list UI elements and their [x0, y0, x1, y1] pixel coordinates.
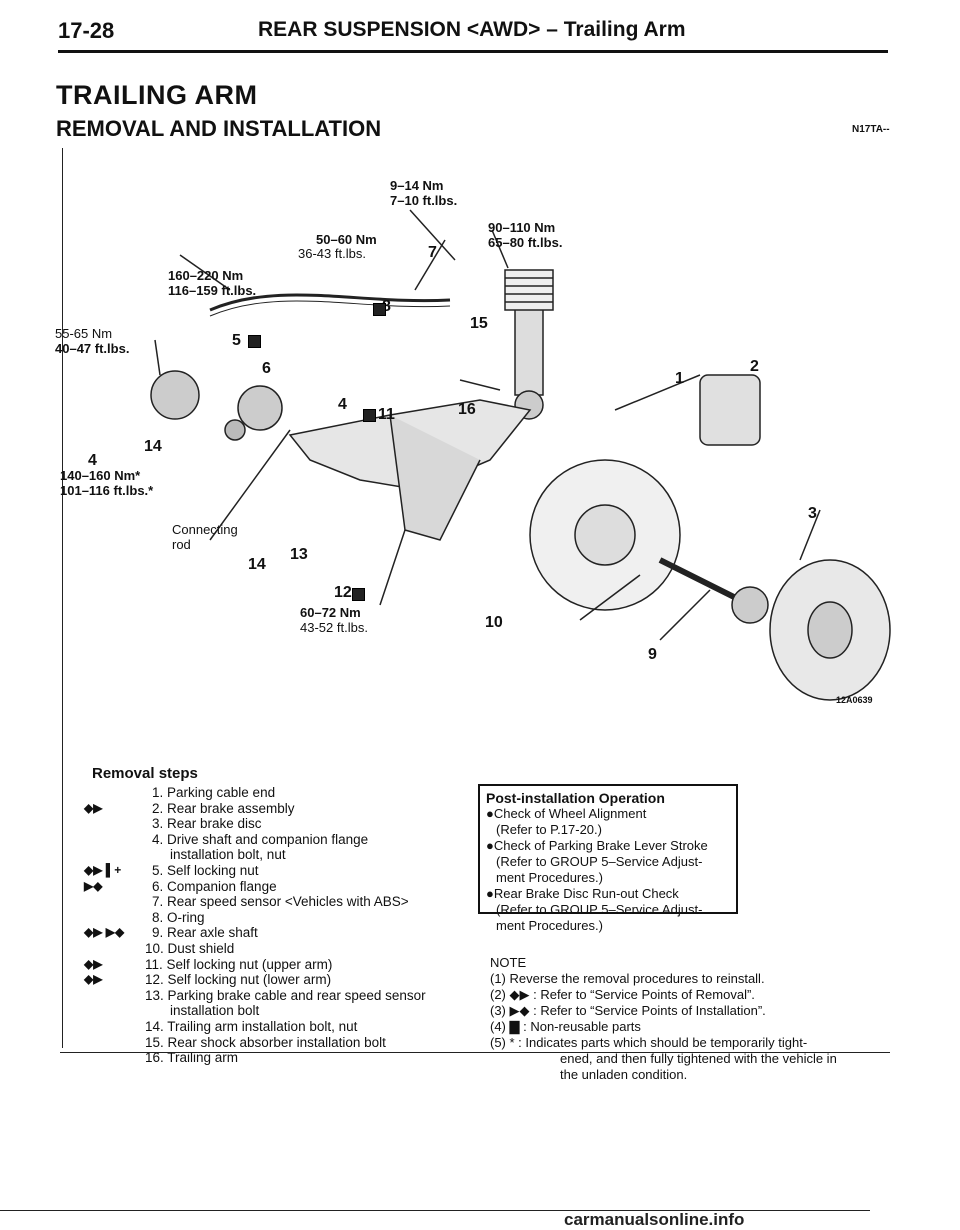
torque-t5-ftlbs: 40–47 ft.lbs. [55, 341, 130, 356]
post-installation-item: ment Procedures.) [496, 918, 603, 933]
note-line: (2) ◆▶ : Refer to “Service Points of Rem… [490, 987, 755, 1002]
note-line: (5) * : Indicates parts which should be … [490, 1035, 808, 1050]
callout-5: 5 [232, 332, 241, 349]
header-rule [58, 50, 888, 53]
removal-step: 10. Dust shield [145, 941, 235, 956]
post-installation-box: Post-installation Operation ●Check of Wh… [478, 784, 738, 933]
image-code: 12A0639 [836, 695, 873, 705]
post-installation-items: ●Check of Wheel Alignment(Refer to P.17-… [486, 806, 730, 934]
note-line: ened, and then fully tightened with the … [560, 1051, 837, 1066]
callout-1: 1 [675, 370, 684, 387]
post-installation-title: Post-installation Operation [486, 790, 665, 806]
section-code: N17TA-- [852, 124, 890, 135]
callout-11: 11 [378, 406, 395, 423]
removal-step: 12. Self locking nut (lower arm) [145, 972, 332, 988]
post-installation-item: (Refer to P.17-20.) [496, 822, 602, 837]
removal-step: 7. Rear speed sensor <Vehicles with ABS> [152, 894, 409, 910]
note-block: NOTE (1) Reverse the removal procedures … [490, 955, 870, 1083]
non-reusable-marker-12 [352, 588, 365, 601]
page-number: 17-28 [58, 18, 115, 43]
callout-3: 3 [808, 505, 817, 522]
page-header-title: REAR SUSPENSION <AWD> – Trailing Arm [258, 18, 686, 41]
section-heading: TRAILING ARM [56, 80, 258, 110]
note-title: NOTE [490, 955, 527, 970]
torque-t6-ftlbs: 101–116 ft.lbs.* [60, 483, 154, 498]
torque-t2-nm: 50–60 Nm [316, 232, 377, 247]
callout-16: 16 [458, 401, 476, 418]
section-subheading: REMOVAL AND INSTALLATION [56, 116, 382, 141]
callout-7: 7 [428, 244, 437, 261]
removal-step: 11. Self locking nut (upper arm) [145, 956, 333, 972]
torque-t7-nm: 60–72 Nm [300, 605, 361, 620]
callout-10: 10 [485, 614, 503, 631]
removal-step: installation bolt [170, 1003, 260, 1019]
callout-8: 8 [382, 298, 391, 315]
step-mark: ▶◆ [84, 878, 103, 893]
removal-step: 13. Parking brake cable and rear speed s… [145, 987, 426, 1003]
left-rule [62, 148, 63, 1048]
post-installation-item: (Refer to GROUP 5–Service Adjust- [496, 854, 703, 869]
removal-steps-title: Removal steps [92, 765, 198, 782]
post-installation-item: ●Check of Wheel Alignment [486, 806, 647, 821]
note-lines: (1) Reverse the removal procedures to re… [490, 971, 870, 1083]
diagram-drawing [150, 209, 891, 701]
removal-step: installation bolt, nut [170, 847, 286, 863]
callout-2: 2 [750, 358, 759, 375]
torque-t2-ftlbs: 36-43 ft.lbs. [298, 246, 366, 261]
removal-step: 9. Rear axle shaft [152, 925, 258, 941]
step-mark: ◆▶ ▶◆ [84, 925, 125, 940]
non-reusable-marker-8 [373, 303, 386, 316]
removal-step: 14. Trailing arm installation bolt, nut [145, 1019, 358, 1034]
footer-rule [60, 1052, 890, 1053]
removal-step: 1. Parking cable end [152, 785, 276, 800]
callout-14a: 14 [248, 556, 266, 573]
torque-t5-nm: 55-65 Nm [55, 326, 113, 341]
bottom-rule [0, 1210, 870, 1211]
removal-step: 8. O-ring [152, 909, 205, 925]
removal-step: 16. Trailing arm [145, 1050, 239, 1066]
callout-13: 13 [290, 546, 308, 563]
torque-t3-ftlbs: 65–80 ft.lbs. [488, 235, 563, 250]
connecting-rod-label-1: Connecting [172, 522, 238, 537]
callout-6: 6 [262, 360, 271, 377]
removal-step: 6. Companion flange [152, 878, 277, 894]
non-reusable-marker-5 [248, 335, 261, 348]
step-mark: ◆▶ [84, 800, 103, 815]
torque-t7-ftlbs: 43-52 ft.lbs. [300, 620, 368, 635]
torque-t1-nm: 9–14 Nm [390, 178, 444, 193]
post-installation-item: ●Check of Parking Brake Lever Stroke [486, 838, 708, 853]
callout-15: 15 [470, 315, 488, 332]
removal-step: 4. Drive shaft and companion flange [152, 831, 369, 847]
post-installation-item: ●Rear Brake Disc Run-out Check [486, 886, 679, 901]
callout-14b: 14 [144, 438, 162, 455]
removal-step: 3. Rear brake disc [152, 816, 262, 832]
step-mark: ◆▶ [84, 972, 103, 987]
callout-4b: 4 [88, 452, 97, 469]
note-line: (4) ▇ : Non-reusable parts [490, 1019, 641, 1034]
post-installation-item: ment Procedures.) [496, 870, 603, 885]
removal-step: 2. Rear brake assembly [152, 800, 295, 816]
callout-4a: 4 [338, 396, 347, 413]
exploded-diagram: 9–14 Nm 7–10 ft.lbs. 50–60 Nm 36-43 ft.l… [55, 160, 900, 720]
removal-step: 15. Rear shock absorber installation bol… [145, 1034, 386, 1050]
torque-t4-ftlbs: 116–159 ft.lbs. [168, 283, 257, 298]
non-reusable-marker-11 [363, 409, 376, 422]
torque-t3-nm: 90–110 Nm [488, 220, 556, 235]
watermark: carmanualsonline.info [564, 1210, 745, 1229]
callout-12: 12 [334, 584, 352, 601]
removal-step: 5. Self locking nut [152, 863, 259, 878]
torque-t4-nm: 160–220 Nm [168, 268, 244, 283]
note-line: the unladen condition. [560, 1067, 688, 1082]
step-mark: ◆▶ ▌+ [84, 863, 122, 877]
note-line: (3) ▶◆ : Refer to “Service Points of Ins… [490, 1003, 766, 1018]
torque-t6-nm: 140–160 Nm* [60, 468, 141, 483]
note-line: (1) Reverse the removal procedures to re… [490, 971, 765, 986]
connecting-rod-label-2: rod [172, 537, 191, 552]
torque-t1-ftlbs: 7–10 ft.lbs. [390, 193, 458, 208]
step-mark: ◆▶ [84, 956, 103, 971]
callout-9: 9 [648, 646, 657, 663]
post-installation-item: (Refer to GROUP 5–Service Adjust- [496, 902, 703, 917]
